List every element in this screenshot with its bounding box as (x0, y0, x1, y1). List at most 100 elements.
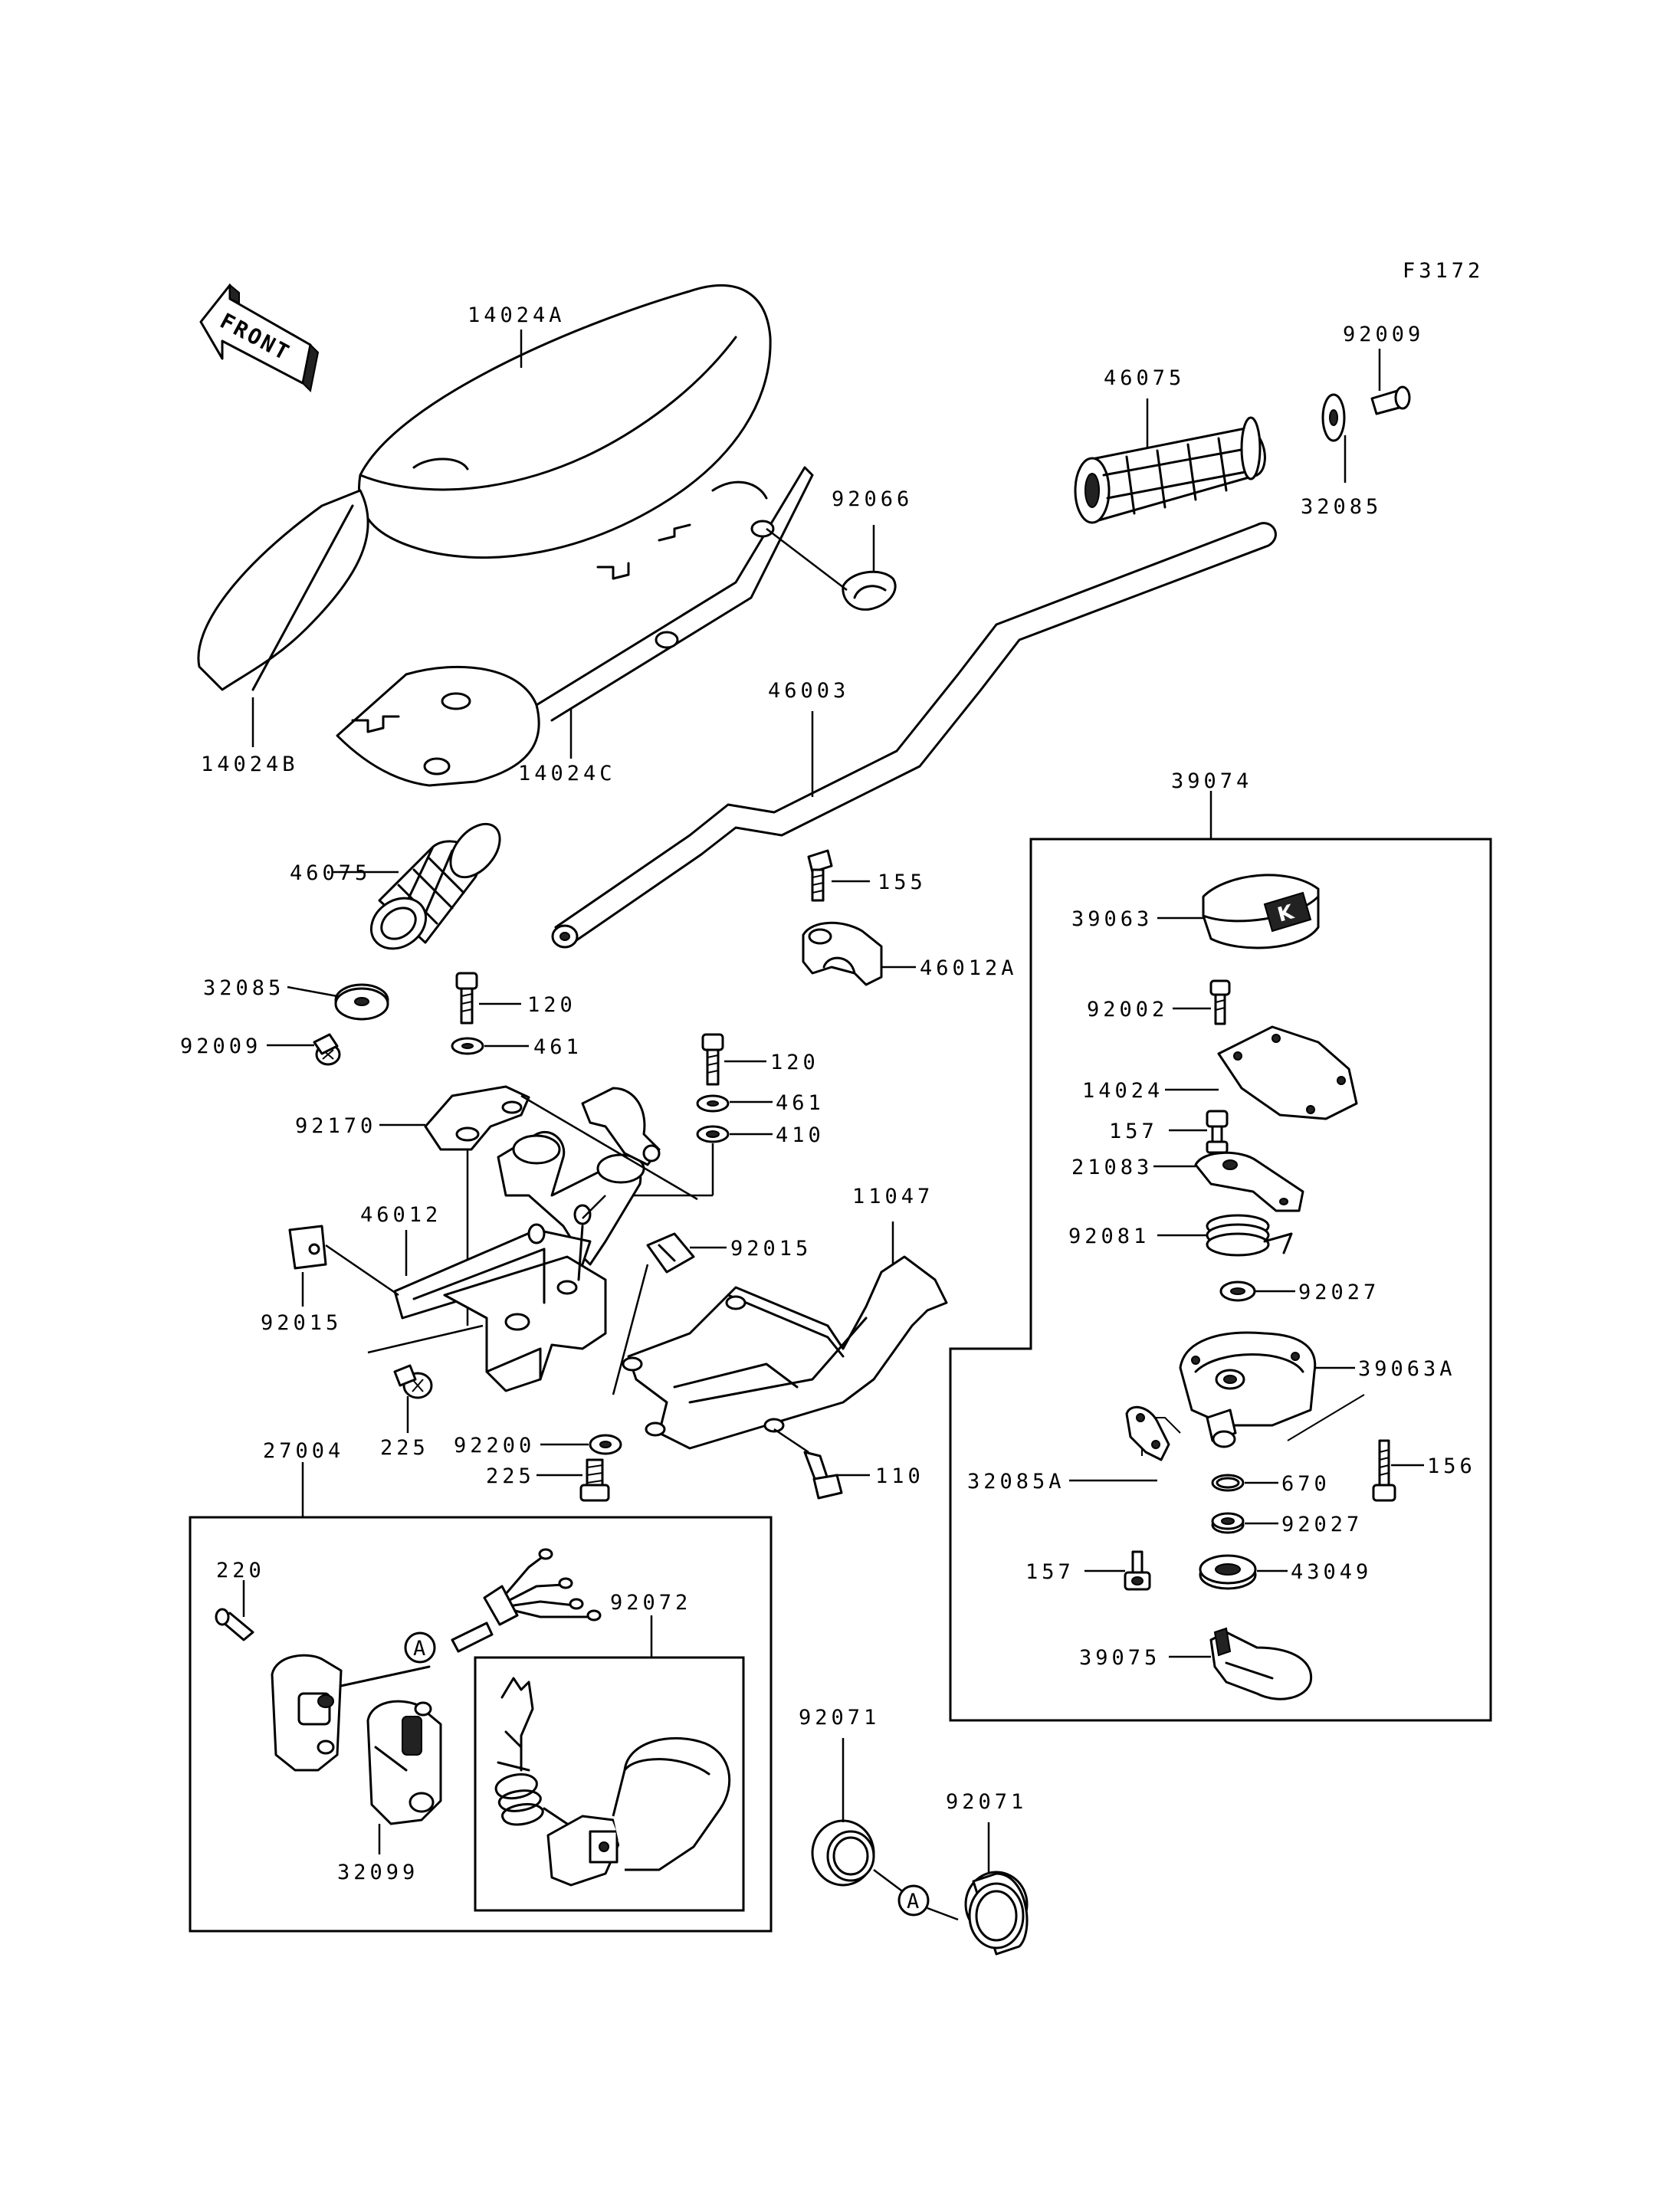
label-670: 670 (1281, 1472, 1331, 1496)
handlebar-46003 (551, 522, 1277, 949)
label-46012A: 46012A (920, 956, 1018, 980)
seat-cap-92066 (842, 570, 897, 611)
label-92071-a: 92071 (799, 1706, 880, 1730)
label-32085-left: 32085 (203, 976, 284, 1000)
bolt-155 (807, 849, 833, 902)
throttle-case-39063A (1179, 1331, 1317, 1448)
label-157-a: 157 (1109, 1120, 1158, 1143)
lanyard-clip-92072 (494, 1677, 731, 1887)
callout-a-left: A (404, 1631, 436, 1664)
bolt-110 (803, 1451, 843, 1500)
washer-92200 (589, 1434, 622, 1455)
handlebar-holder-46012 (393, 1087, 661, 1392)
label-32085A: 32085A (967, 1470, 1065, 1494)
seal-92071-a (811, 1819, 875, 1887)
label-39074: 39074 (1171, 769, 1252, 793)
label-92009-left: 92009 (180, 1035, 261, 1058)
end-weight-32085-left (334, 983, 389, 1021)
label-46012: 46012 (360, 1203, 441, 1227)
label-92002: 92002 (1087, 998, 1168, 1021)
label-92009-top: 92009 (1343, 323, 1424, 346)
o-ring-670 (1211, 1474, 1245, 1492)
screw-92002 (1209, 979, 1231, 1025)
label-410: 410 (776, 1123, 825, 1147)
end-weight-32085-top (1321, 393, 1346, 442)
label-11047: 11047 (852, 1185, 934, 1208)
callout-a-text-right: A (907, 1890, 919, 1913)
label-43049: 43049 (1291, 1560, 1372, 1584)
lever-21083 (1194, 1151, 1304, 1212)
label-14024B: 14024B (201, 753, 299, 776)
box-27004 (189, 1516, 773, 1933)
clamp-92170 (424, 1085, 530, 1151)
left-grip-46075 (369, 822, 501, 950)
callout-a-right: A (897, 1884, 930, 1917)
label-92015-right: 92015 (730, 1237, 812, 1261)
cover-39063: K (1202, 874, 1320, 949)
screw-157-a (1206, 1110, 1229, 1154)
bracket-11047 (622, 1255, 948, 1450)
label-39063A: 39063A (1358, 1357, 1456, 1381)
label-120-a: 120 (527, 993, 576, 1017)
label-14024: 14024 (1082, 1079, 1163, 1103)
screw-157-b (1124, 1550, 1151, 1591)
label-39063: 39063 (1071, 907, 1153, 931)
lever-39075 (1209, 1627, 1313, 1700)
label-32099: 32099 (337, 1861, 418, 1884)
bolt-120-b (701, 1033, 724, 1086)
label-155: 155 (878, 871, 927, 894)
label-21083: 21083 (1071, 1156, 1153, 1179)
label-92027-a: 92027 (1298, 1280, 1380, 1304)
label-220: 220 (216, 1559, 265, 1582)
label-92066: 92066 (832, 487, 913, 511)
label-92170: 92170 (295, 1114, 376, 1138)
label-39075: 39075 (1079, 1646, 1160, 1670)
washer-92027-b (1211, 1512, 1245, 1534)
label-92015-left: 92015 (261, 1311, 342, 1335)
seal-92071-b (964, 1871, 1029, 1956)
holder-46012A (802, 921, 883, 986)
callout-a-text-left: A (413, 1637, 425, 1661)
bolt-120-a (455, 972, 478, 1025)
label-46003: 46003 (768, 679, 849, 703)
label-225-a: 225 (380, 1436, 429, 1460)
label-225-b: 225 (486, 1464, 535, 1488)
screw-92009-left (313, 1033, 341, 1066)
label-46075-top: 46075 (1104, 366, 1185, 390)
box-92072 (474, 1656, 745, 1912)
figure-code: F3172 (1403, 259, 1484, 283)
switch-32099 (366, 1700, 442, 1825)
label-461-b: 461 (776, 1091, 825, 1115)
washer-461-b (696, 1094, 730, 1113)
screw-220 (215, 1608, 254, 1641)
label-92200: 92200 (454, 1434, 535, 1458)
wire-harness (451, 1548, 602, 1653)
label-92071-b: 92071 (946, 1790, 1027, 1814)
switch-housing-27004 (271, 1654, 431, 1772)
label-461-a: 461 (533, 1035, 582, 1059)
screw-92009-top (1370, 385, 1411, 415)
label-92081: 92081 (1068, 1225, 1150, 1248)
washer-461-a (451, 1037, 484, 1055)
spring-92081 (1206, 1214, 1293, 1257)
box-39074 (949, 838, 1492, 1722)
bolt-156 (1372, 1439, 1396, 1502)
label-92072: 92072 (610, 1591, 691, 1615)
label-46075-left: 46075 (290, 861, 371, 885)
label-110: 110 (875, 1464, 924, 1488)
seat-assembly (197, 284, 814, 787)
clip-92015-right (646, 1232, 695, 1274)
clip-92015-left (288, 1225, 327, 1270)
label-27004: 27004 (263, 1439, 344, 1463)
label-120-b: 120 (770, 1051, 819, 1074)
lever-32085A (1125, 1405, 1170, 1461)
seal-43049 (1199, 1554, 1257, 1590)
washer-92027-a (1219, 1280, 1256, 1302)
label-157-b: 157 (1025, 1560, 1075, 1584)
right-grip-46075 (1074, 416, 1266, 524)
label-14024C: 14024C (518, 762, 616, 785)
label-14024A: 14024A (468, 303, 566, 327)
label-156: 156 (1427, 1454, 1476, 1478)
plate-14024 (1217, 1025, 1358, 1120)
